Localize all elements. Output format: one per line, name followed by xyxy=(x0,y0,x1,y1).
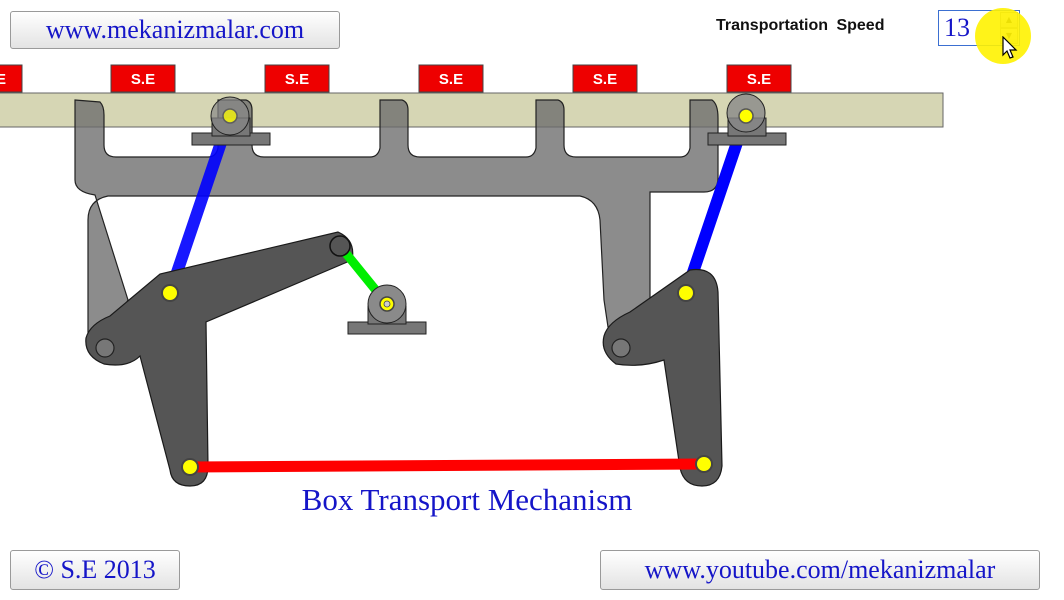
website-link-button[interactable]: www.mekanizmalar.com xyxy=(10,11,340,49)
box-label: S.E xyxy=(285,71,309,88)
left-rail-pivot xyxy=(191,96,271,146)
coupler-bar xyxy=(189,458,705,473)
diagram-title: Box Transport Mechanism xyxy=(302,482,633,517)
right-coupler-pin xyxy=(695,455,713,473)
box-3: S.E xyxy=(418,64,484,93)
box-label: S.E xyxy=(439,71,463,88)
box-4: S.E xyxy=(572,64,638,93)
conveyor-rail xyxy=(0,92,944,128)
box-label: S.E xyxy=(747,71,771,88)
right-rail-pivot xyxy=(707,93,787,146)
mouse-cursor-icon xyxy=(1002,36,1018,59)
copyright-button[interactable]: © S.E 2013 xyxy=(10,550,180,590)
boxes: E S.E S.E S.E S.E S.E xyxy=(0,64,792,93)
motor-pivot xyxy=(347,284,427,335)
box-partial: E xyxy=(0,64,23,93)
left-rod-pin xyxy=(161,284,179,302)
transport-frame xyxy=(74,99,719,356)
speed-value[interactable]: 13 xyxy=(944,13,970,42)
right-lever xyxy=(602,268,723,487)
box-label: S.E xyxy=(131,71,155,88)
right-lever-pivot xyxy=(611,338,631,358)
box-label: E xyxy=(0,71,6,88)
crank-pin xyxy=(329,235,351,257)
left-coupler-pin xyxy=(181,458,199,476)
left-lever xyxy=(85,231,354,487)
box-label: S.E xyxy=(593,71,617,88)
left-lever-pivot xyxy=(95,338,115,358)
right-rod-pin xyxy=(677,284,695,302)
youtube-link-button[interactable]: www.youtube.com/mekanizmalar xyxy=(600,550,1040,590)
box-2: S.E xyxy=(264,64,330,93)
box-5: S.E xyxy=(726,64,792,93)
speed-label: Transportation Speed xyxy=(716,17,885,34)
box-1: S.E xyxy=(110,64,176,93)
